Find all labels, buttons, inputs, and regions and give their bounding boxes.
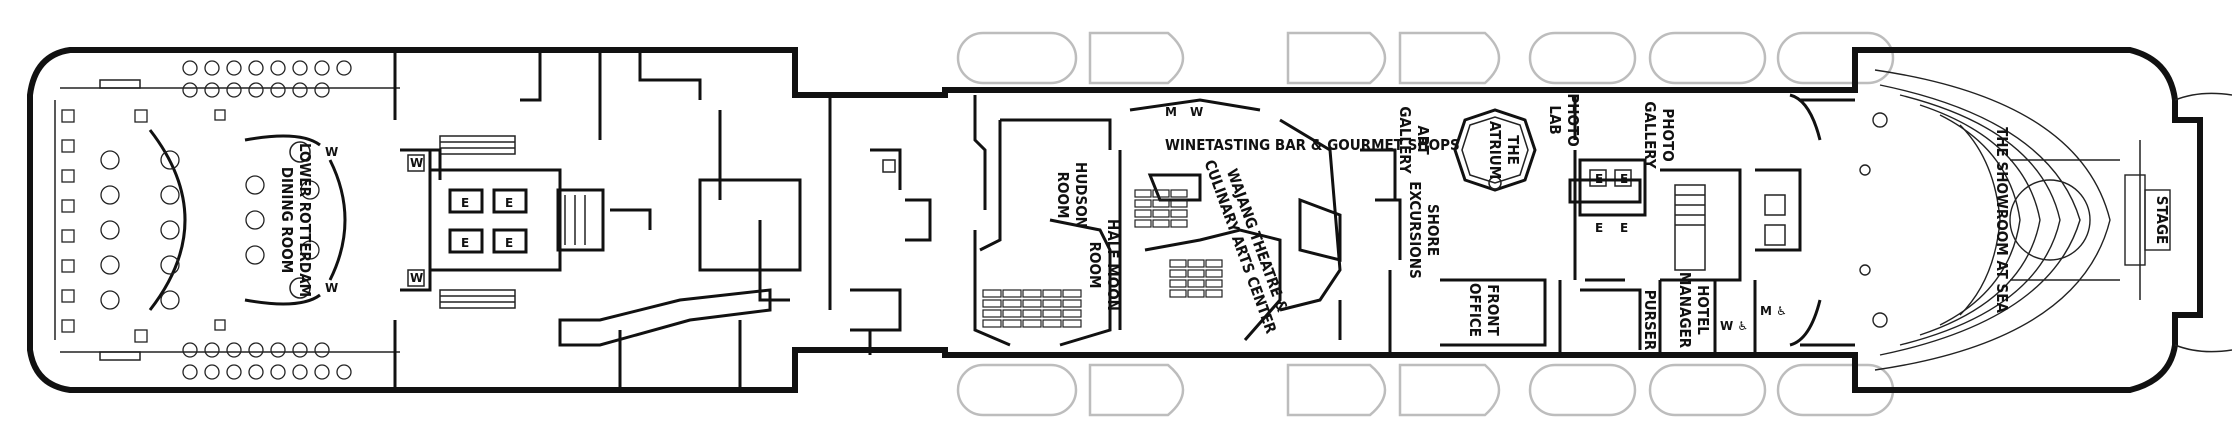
- washroom-icon: W: [1190, 105, 1203, 119]
- label-lower-rotterdam-2: DINING ROOM: [278, 167, 296, 273]
- washroom-icon: W: [325, 145, 338, 159]
- label-lower-rotterdam-1: LOWER ROTTERDAM: [296, 143, 314, 297]
- label-photo-gallery-2: GALLERY: [1641, 101, 1659, 169]
- dining-room-area: [54, 79, 400, 361]
- label-hotel-manager-1: HOTEL: [1694, 285, 1712, 335]
- label-hudson-1: HUDSON: [1072, 162, 1090, 228]
- men-icon: M: [1165, 105, 1177, 119]
- label-stage: STAGE: [2153, 196, 2171, 245]
- lifeboats-top: [956, 31, 1895, 85]
- elevator-icon: E: [461, 196, 469, 210]
- label-half-moon-1: HALF MOON: [1104, 219, 1122, 311]
- label-art-2: GALLERY: [1396, 106, 1414, 174]
- theatre-seating: [982, 189, 1223, 328]
- elevator-icon: E: [1595, 172, 1603, 186]
- label-photo-lab-2: LAB: [1546, 105, 1564, 134]
- accessible-washroom-icon: W ♿: [1720, 319, 1748, 333]
- hull-outline: [27, 47, 2203, 393]
- label-winetasting: WINETASTING BAR & GOURMET SHOPS: [1165, 136, 1460, 154]
- label-showroom: THE SHOWROOM AT SEA: [1993, 127, 2011, 313]
- elevator-icon: E: [505, 196, 513, 210]
- label-hotel-manager-2: MANAGER: [1676, 272, 1694, 349]
- lifeboats-bottom: [956, 363, 1895, 417]
- service-area: [393, 50, 932, 390]
- label-front-office-1: FRONT: [1484, 284, 1502, 336]
- elevator-icon: E: [1595, 221, 1603, 235]
- elevator-icon: E: [1620, 221, 1628, 235]
- label-purser: PURSER: [1641, 290, 1659, 351]
- label-atrium-2: ATRIUM: [1486, 121, 1504, 179]
- washroom-icon: W: [410, 271, 423, 285]
- forward-venues: [973, 93, 1855, 355]
- label-photo-lab-1: PHOTO: [1564, 93, 1582, 146]
- label-art-1: ART: [1414, 125, 1432, 155]
- room-labels: LOWER ROTTERDAM DINING ROOM HUDSON ROOM …: [278, 93, 2171, 351]
- label-shore-1: SHORE: [1424, 204, 1442, 256]
- elevator-icon: E: [1620, 172, 1628, 186]
- facility-symbols: E E E E E E E E W W W W M W W ♿ M ♿: [325, 105, 1787, 333]
- label-photo-gallery-1: PHOTO: [1659, 108, 1677, 161]
- label-front-office-2: OFFICE: [1466, 283, 1484, 337]
- elevator-icon: E: [461, 236, 469, 250]
- washroom-icon: W: [410, 156, 423, 170]
- label-atrium-1: THE: [1504, 135, 1522, 165]
- washroom-icon: W: [325, 281, 338, 295]
- showroom-seating: [1859, 69, 2171, 371]
- dining-tables: [61, 60, 352, 380]
- label-shore-2: EXCURSIONS: [1406, 181, 1424, 279]
- label-hudson-2: ROOM: [1054, 172, 1072, 219]
- label-half-moon-2: ROOM: [1086, 242, 1104, 289]
- elevator-icon: E: [505, 236, 513, 250]
- accessible-men-icon: M ♿: [1760, 304, 1787, 318]
